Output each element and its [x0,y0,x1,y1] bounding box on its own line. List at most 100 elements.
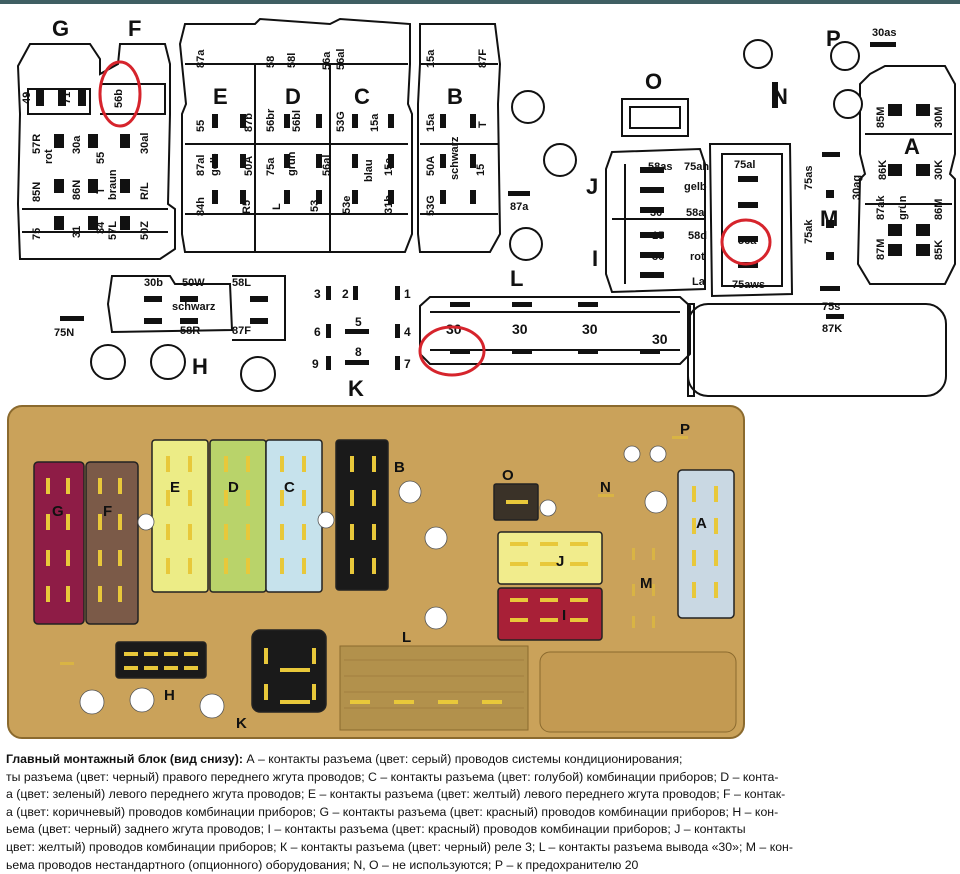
l-fuse-strip [339,645,529,731]
connector-pin [224,558,228,574]
pin-label: 50W [182,277,205,289]
connector-pin [166,524,170,540]
connector-pin [714,582,718,598]
pin-label: 85N [31,182,43,202]
connector-pin [118,514,122,530]
connector-j [497,531,603,585]
k-pin-number: 2 [342,287,349,301]
connector-pin [66,550,70,566]
connector-b [335,439,389,591]
hole [137,513,155,531]
hole [424,526,448,550]
block-letter-k: K [348,376,364,401]
pin-label: 31b [383,195,395,214]
connector-a [677,469,735,619]
pin-label: 15a [425,113,437,132]
pin-label: T [95,187,107,194]
connector-pin [510,598,528,602]
color-letter-b: B [394,459,405,476]
pin-label: 58as [648,161,672,173]
connector-pin [482,700,502,704]
block-letter-e: E [213,84,228,109]
pin-label: 75al [734,159,755,171]
block-edc-outline [178,17,413,253]
connector-pin [350,700,370,704]
connector-d [209,439,267,593]
k-pin-number: 3 [314,287,321,301]
hole [398,480,422,504]
pin-label: 58a [686,207,705,219]
connector-pin [188,558,192,574]
block-letter-a: A [904,134,920,159]
connector-pin [372,558,376,574]
color-letter-p: P [680,421,690,438]
connector-pin [438,700,458,704]
connector-pin [164,652,178,656]
caption: Главный монтажный блок (вид снизу): А – … [0,741,810,874]
connector-pin [118,586,122,602]
l-fuse-label: 30 [652,331,668,347]
pin-label: 53G [425,195,437,216]
block-b-outline [417,23,502,253]
connector-pin [66,514,70,530]
connector-pin [46,478,50,494]
connector-pin [98,514,102,530]
connector-pin [246,456,250,472]
pin-label: 56a [738,235,757,247]
l-fuse-label: 30 [446,321,462,337]
connector-pin [570,542,588,546]
pin-label: 57L [107,221,119,240]
block-h-outline [106,275,234,334]
color-letter-j: J [556,553,564,570]
k-pin-number: 1 [404,287,411,301]
hole [509,227,543,261]
pin-label: 87ak [875,195,887,220]
connector-pin [264,684,268,700]
pin-label: 75a [265,157,277,176]
pin-label: 71 [61,92,73,104]
color-letter-a: A [696,515,707,532]
caption-text: Главный монтажный блок (вид снизу): А – … [6,751,806,874]
color-letter-c: C [284,479,295,496]
connector-pin [570,562,588,566]
caption-line: ты разъема (цвет: черный) правого передн… [6,769,779,784]
connector-pin [118,550,122,566]
pin-label: 30 [652,251,664,263]
pin-label: rot [43,149,55,164]
pin-label: L [271,203,283,210]
block-letter-o: O [645,69,662,94]
hole [649,445,667,463]
pin-label: 56br [265,108,277,132]
connector-pin [184,652,198,656]
pin-label: 87F [477,49,489,68]
connector-e [151,439,209,593]
hole [743,39,773,69]
color-letter-o: O [502,467,514,484]
block-letter-g: G [52,16,69,41]
connector-pin [98,550,102,566]
color-letter-d: D [228,479,239,496]
hole [199,693,225,719]
connector-pin [280,668,310,672]
caption-line: ьема (цвет: черный) заднего жгута провод… [6,822,746,837]
connector-pin [394,700,414,704]
color-fuse-box-diagram: G F E D C B O N P J I M A L H K [7,405,745,739]
connector-pin [188,490,192,506]
pin-label: braun [107,169,119,200]
pin-label: T [477,121,489,128]
block-letter-b: B [447,84,463,109]
right-empty-area [539,651,737,733]
block-ji-outline [605,147,706,294]
k-pin-number: 8 [355,345,362,359]
connector-pin [302,524,306,540]
connector-pin [510,618,528,622]
hole [543,143,577,177]
pin-label: 15 [652,230,664,242]
block-a-outline [856,65,956,285]
connector-pin [224,524,228,540]
connector-pin [312,684,316,700]
connector-pin [302,456,306,472]
pin-label: 58d [688,230,707,242]
connector-pin [506,500,528,504]
block-letter-l: L [510,266,523,291]
